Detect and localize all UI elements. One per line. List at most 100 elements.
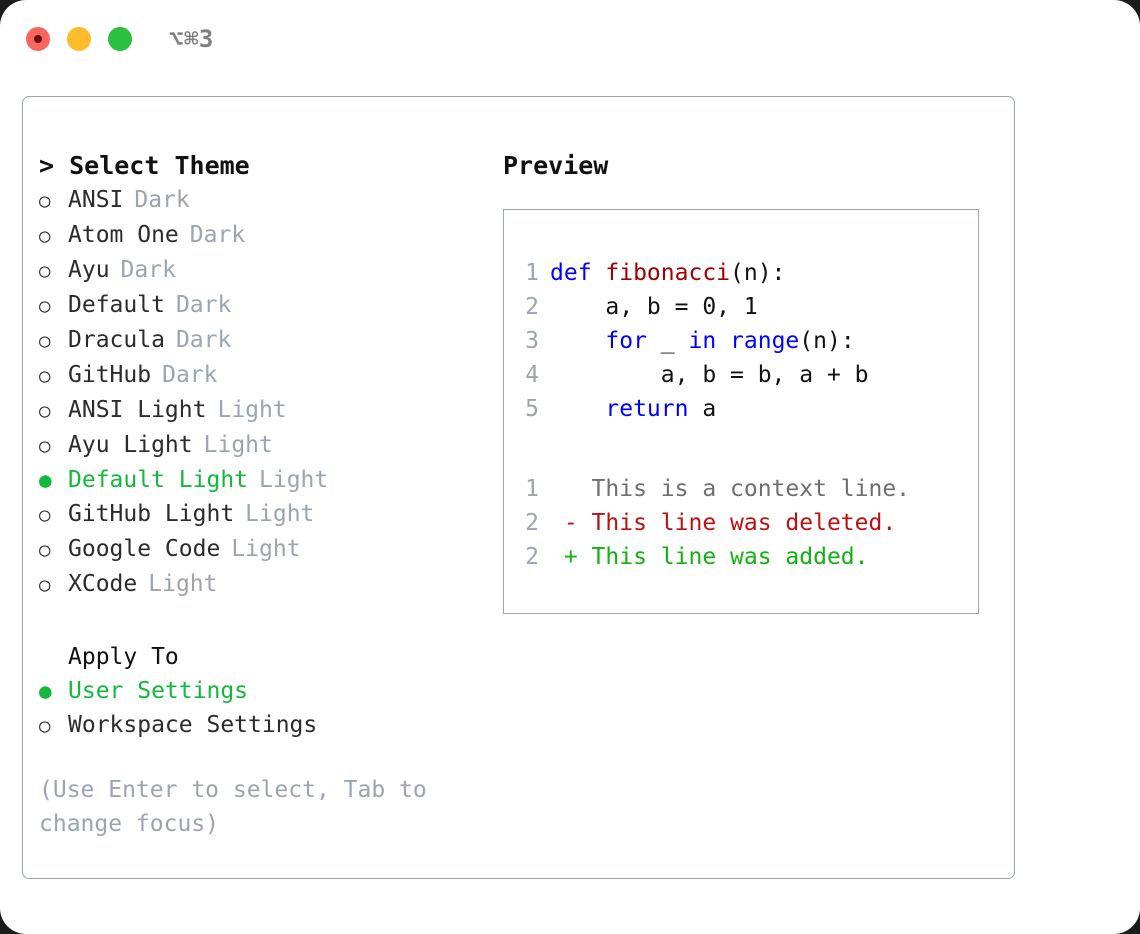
radio-unselected-icon: ○ bbox=[39, 504, 51, 526]
theme-option-label: Google Code bbox=[68, 536, 221, 562]
theme-option-default-light[interactable]: ● Default Light Light bbox=[39, 463, 491, 497]
code-token-pl bbox=[550, 396, 605, 422]
code-line-number: 4 bbox=[525, 362, 539, 388]
theme-option-tag: Dark bbox=[120, 257, 176, 283]
diff-line: 2 - This line was deleted. bbox=[504, 506, 978, 540]
close-window-button[interactable] bbox=[26, 27, 50, 51]
code-token-pl bbox=[716, 328, 730, 354]
theme-option-label: GitHub Light bbox=[68, 501, 235, 527]
theme-option-label: GitHub bbox=[68, 362, 152, 388]
radio-unselected-icon: ○ bbox=[39, 365, 51, 387]
keyboard-hint-text: (Use Enter to select, Tab to change focu… bbox=[39, 777, 427, 837]
preview-header: Preview bbox=[503, 151, 609, 180]
theme-option-tag: Dark bbox=[175, 292, 232, 318]
code-line-number: 1 bbox=[525, 260, 539, 286]
theme-option-tag: Dark bbox=[162, 362, 218, 388]
apply-to-header: Apply To bbox=[68, 644, 179, 670]
theme-option-google-code[interactable]: ○ Google Code Light bbox=[39, 532, 491, 567]
code-line-content: a, b = 0, 1 bbox=[550, 290, 758, 324]
code-token-pl bbox=[550, 328, 605, 354]
theme-option-xcode[interactable]: ○ XCode Light bbox=[39, 567, 491, 602]
theme-option-github-light[interactable]: ○ GitHub Light Light bbox=[39, 497, 491, 532]
theme-option-label: Default bbox=[68, 292, 165, 318]
code-line: 2 a, b = 0, 1 bbox=[504, 290, 978, 324]
keyboard-shortcut-label: ⌥⌘3 bbox=[169, 25, 214, 53]
theme-option-label: Atom One bbox=[68, 222, 179, 248]
theme-option-dracula[interactable]: ○ Dracula Dark bbox=[39, 323, 491, 358]
apply-to-option-workspace-settings[interactable]: ○Workspace Settings bbox=[39, 708, 491, 743]
code-line-content: for _ in range(n): bbox=[550, 324, 854, 358]
code-token-fn: fibonacci bbox=[605, 260, 731, 286]
code-token-pl: a, b = 0, 1 bbox=[550, 294, 758, 320]
code-line-number: 2 bbox=[525, 294, 539, 320]
theme-option-tag: Light bbox=[231, 536, 301, 562]
theme-option-label: Ayu bbox=[68, 257, 110, 283]
radio-unselected-icon: ○ bbox=[39, 330, 51, 352]
theme-option-label: Default Light bbox=[68, 467, 249, 493]
code-line: 3 for _ in range(n): bbox=[504, 324, 978, 358]
code-token-kw: range bbox=[730, 328, 800, 354]
code-line-number: 3 bbox=[525, 328, 539, 354]
diff-line-number: 1 bbox=[525, 476, 539, 502]
diff-line: 1 This is a context line. bbox=[504, 472, 978, 506]
theme-option-tag: Dark bbox=[189, 222, 246, 248]
theme-option-label: XCode bbox=[68, 571, 138, 597]
radio-unselected-icon: ○ bbox=[39, 715, 51, 737]
close-icon bbox=[34, 35, 42, 43]
theme-option-tag: Light bbox=[203, 432, 273, 458]
code-line-content: return a bbox=[550, 392, 716, 426]
radio-unselected-icon: ○ bbox=[39, 435, 51, 457]
code-token-pl: (n): bbox=[730, 260, 786, 286]
radio-unselected-icon: ○ bbox=[39, 260, 51, 282]
code-token-pl: a bbox=[688, 396, 717, 422]
theme-option-tag: Light bbox=[259, 467, 329, 493]
maximize-window-button[interactable] bbox=[108, 27, 132, 51]
code-line: 1 def fibonacci(n): bbox=[504, 256, 978, 290]
theme-option-ayu[interactable]: ○ Ayu Dark bbox=[39, 253, 491, 288]
apply-to-option-label: User Settings bbox=[68, 678, 249, 704]
code-token-pl: a, b = b, a + b bbox=[550, 362, 869, 388]
diff-line-content: This is a context line. bbox=[550, 476, 911, 502]
theme-option-tag: Light bbox=[245, 501, 315, 527]
title-bar: ⌥⌘3 bbox=[0, 0, 1140, 78]
code-token-kw: return bbox=[605, 396, 689, 422]
traffic-light-group bbox=[26, 27, 132, 51]
code-line-content: def fibonacci(n): bbox=[550, 256, 785, 290]
theme-option-github[interactable]: ○ GitHub Dark bbox=[39, 358, 491, 393]
select-theme-header: > Select Theme bbox=[39, 151, 250, 180]
diff-line-number: 2 bbox=[525, 510, 539, 536]
theme-option-tag: Light bbox=[148, 571, 218, 597]
code-token-kw: def bbox=[550, 260, 606, 286]
apply-to-option-user-settings[interactable]: ● User Settings bbox=[39, 674, 491, 708]
code-line: 4 a, b = b, a + b bbox=[504, 358, 978, 392]
radio-selected-icon: ● bbox=[39, 468, 52, 492]
diff-sample: 1 This is a context line.2 - This line w… bbox=[504, 472, 978, 574]
theme-option-tag: Dark bbox=[175, 327, 232, 353]
code-token-kw: in bbox=[688, 328, 717, 354]
diff-line: 2 + This line was added. bbox=[504, 540, 978, 574]
radio-unselected-icon: ○ bbox=[39, 225, 51, 247]
minimize-window-button[interactable] bbox=[67, 27, 91, 51]
radio-unselected-icon: ○ bbox=[39, 539, 51, 561]
theme-option-atom-one[interactable]: ○ Atom One Dark bbox=[39, 218, 491, 253]
diff-line-content: + This line was added. bbox=[550, 544, 869, 570]
radio-selected-icon: ● bbox=[39, 679, 52, 703]
code-line: 5 return a bbox=[504, 392, 978, 426]
theme-option-label: Dracula bbox=[68, 327, 165, 353]
radio-unselected-icon: ○ bbox=[39, 574, 51, 596]
theme-option-label: ANSI Light bbox=[68, 397, 207, 423]
radio-unselected-icon: ○ bbox=[39, 190, 51, 212]
code-line-number: 5 bbox=[525, 396, 539, 422]
theme-option-tag: Light bbox=[217, 397, 287, 423]
